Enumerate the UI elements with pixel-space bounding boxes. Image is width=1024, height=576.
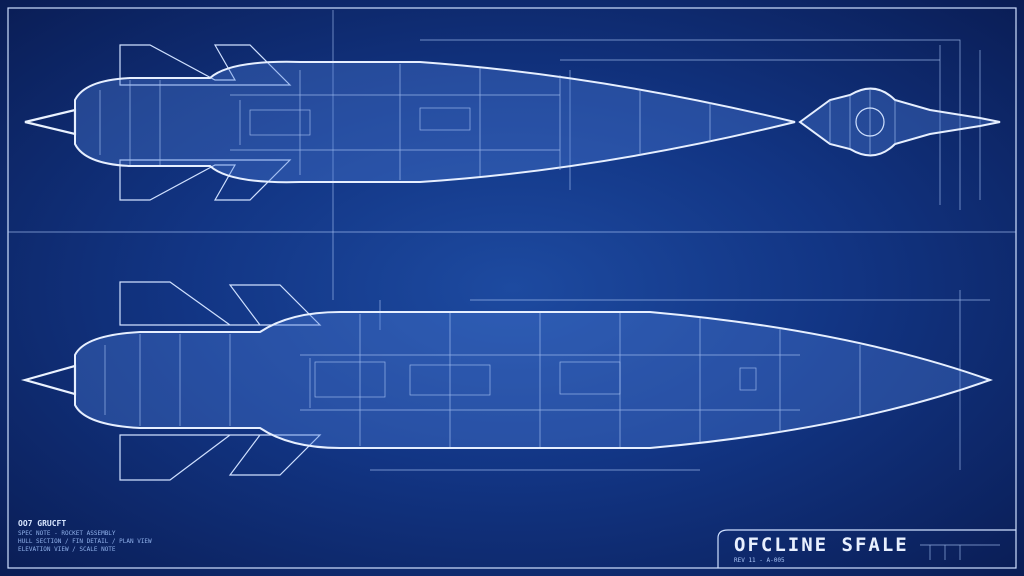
top-module [249,109,311,136]
top-fin-upper [119,44,292,86]
bottom-fin-upper [119,281,322,326]
title-block-subtitle: REV 11 - A-005 [734,557,785,564]
notes-heading: OO7 GRUCFT [18,519,67,528]
notes-body: SPEC NOTE - ROCKET ASSEMBLY HULL SECTION… [18,530,208,554]
rocket-side-view [798,87,1001,157]
bottom-module [559,361,621,395]
top-tail-cone [24,108,77,136]
top-fin-lower [119,159,292,201]
side-porthole [855,107,885,137]
note-line: ELEVATION VIEW / SCALE NOTE [18,546,116,553]
rocket-plan-view-bottom [20,281,993,481]
drawing-border [7,7,1017,569]
dimension-lines-top [420,39,981,210]
dimension-lines-bottom [370,290,990,471]
top-module [419,107,471,131]
note-line: SPEC NOTE - ROCKET ASSEMBLY [18,530,116,537]
side-ribs [829,90,896,154]
title-block-title: OFCLINE SFALE [734,534,909,556]
bottom-hull [74,311,993,449]
bottom-module [739,367,757,391]
rocket-plan-view-top [24,44,796,201]
top-hull [74,60,796,184]
title-block-grid [920,544,1000,560]
top-hull-ribs [99,64,711,180]
bottom-tail-cone [20,364,77,396]
bottom-fin-lower [119,434,322,481]
bottom-module [314,361,386,398]
title-block-frame [717,529,1016,568]
note-line: HULL SECTION / FIN DETAIL / PLAN VIEW [18,538,152,545]
bottom-module [409,364,491,396]
